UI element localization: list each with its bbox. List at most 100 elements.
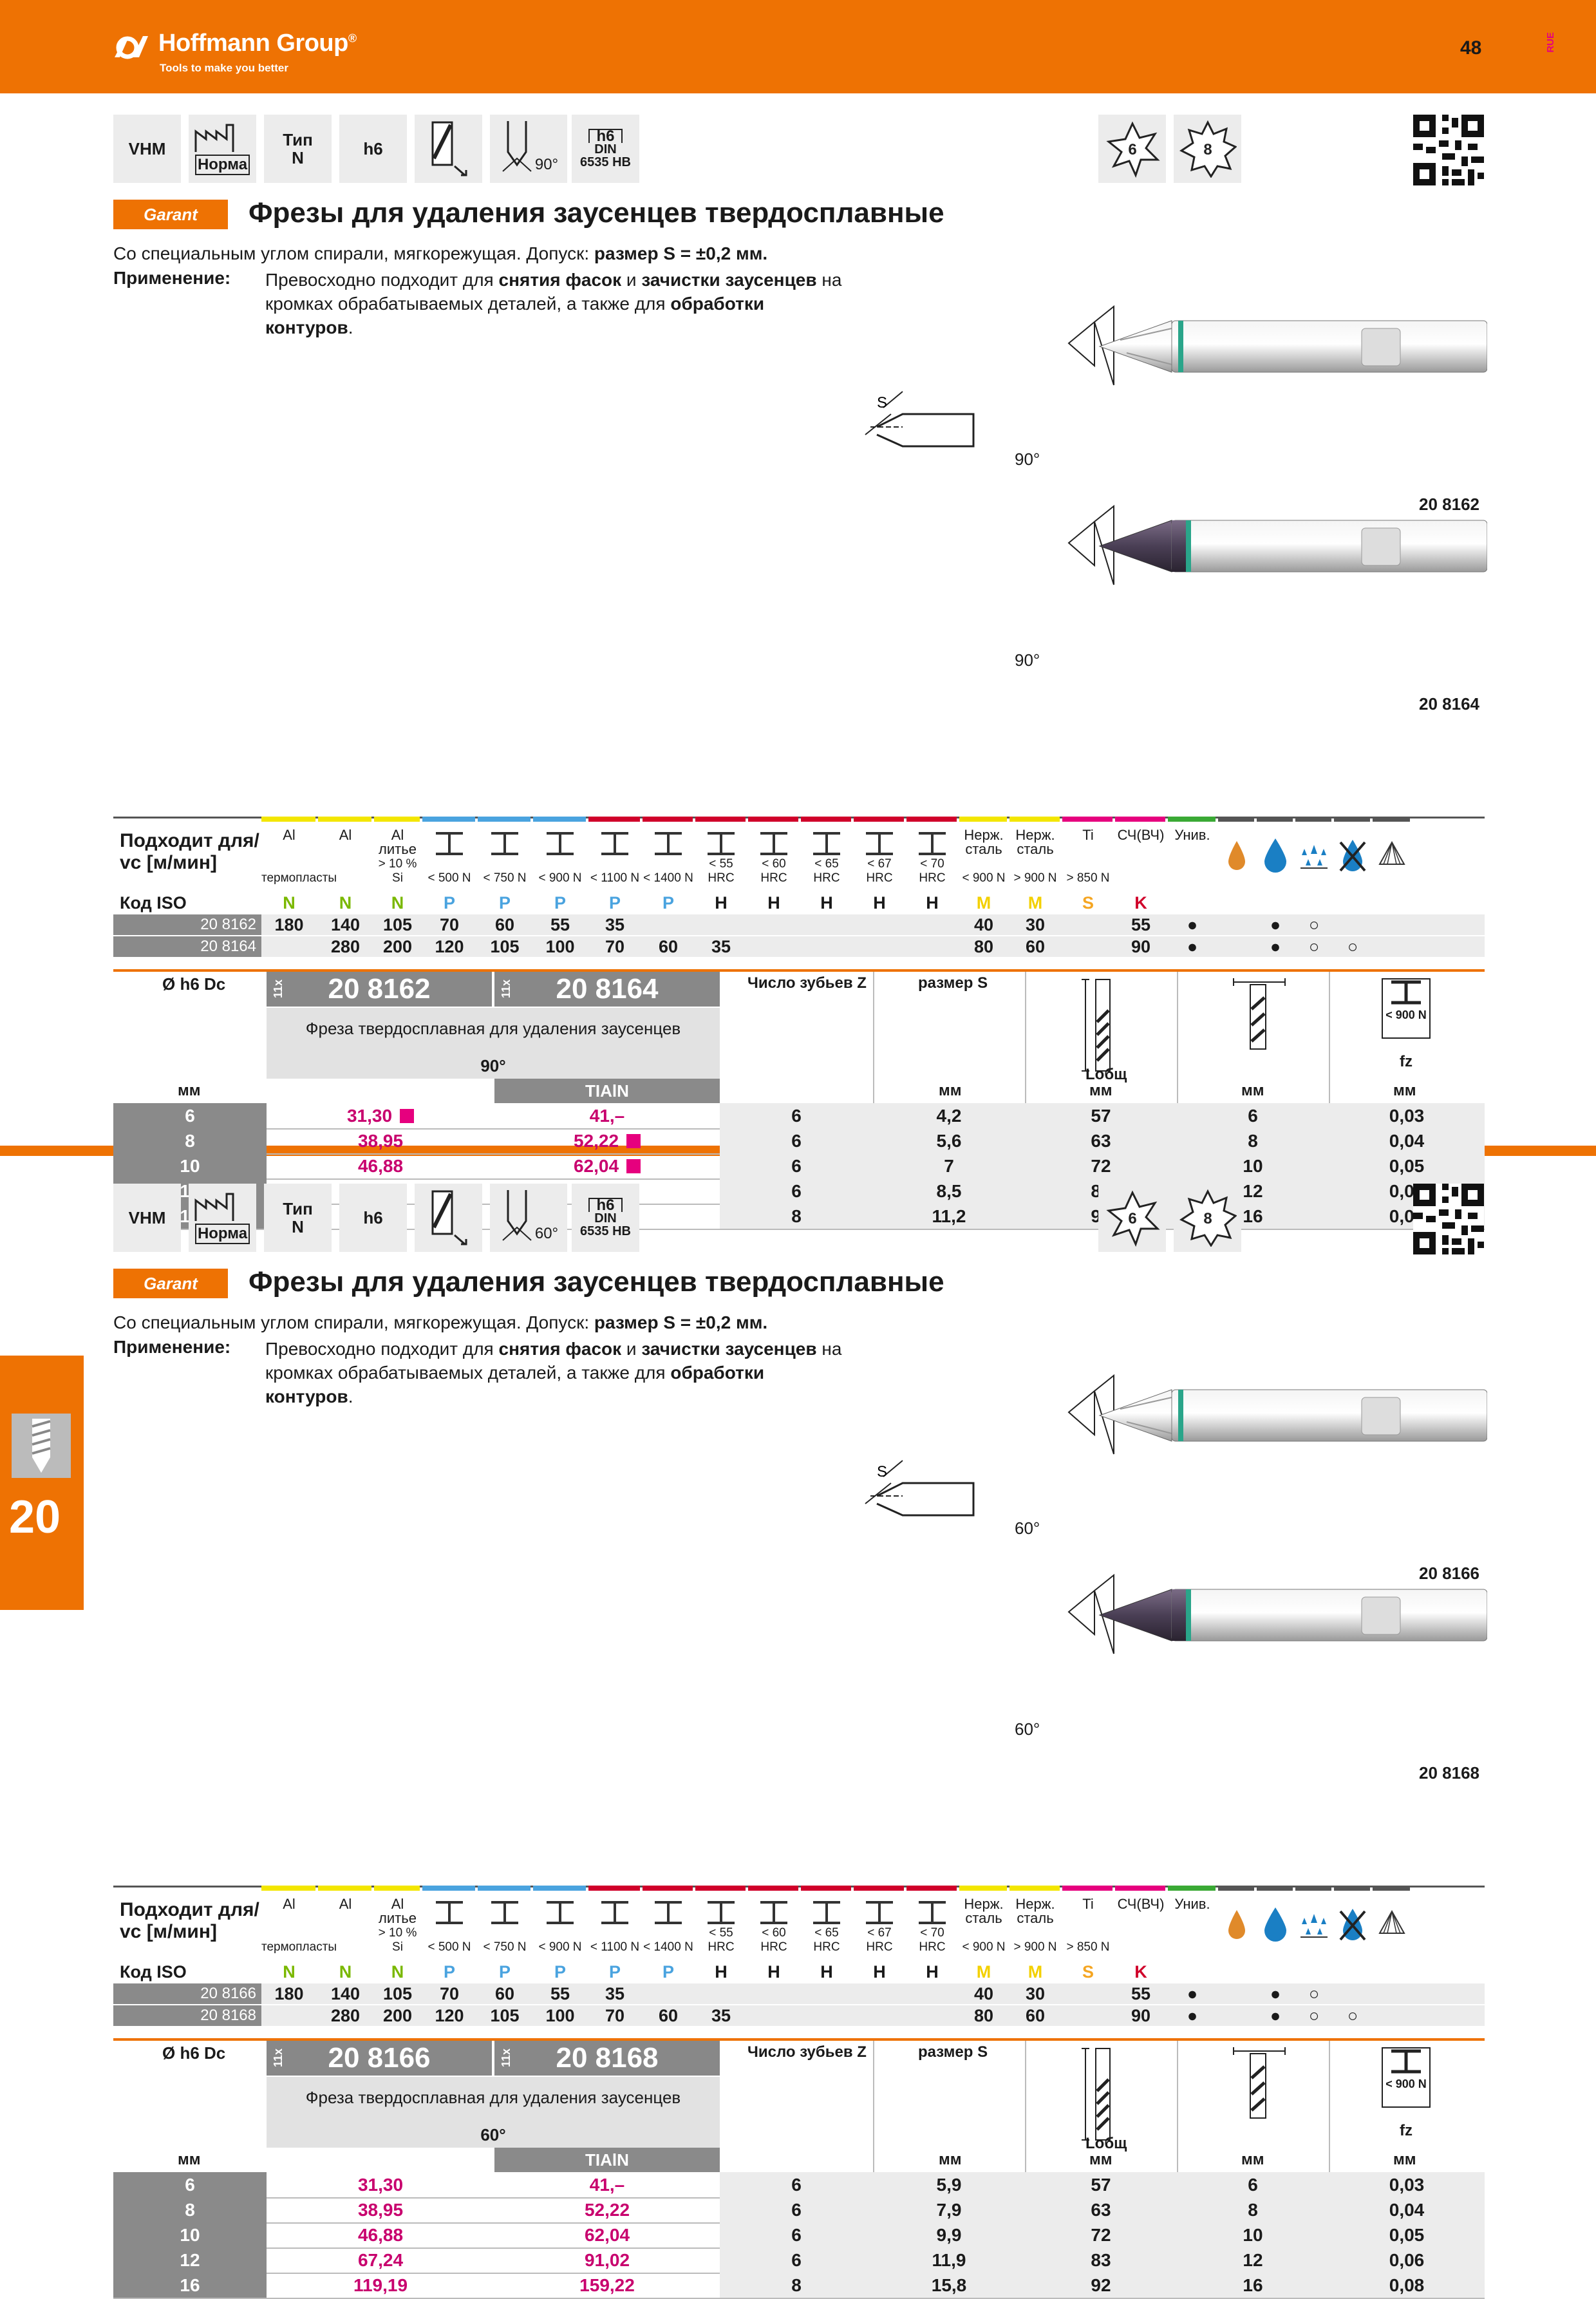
material-vc-value: 55 xyxy=(550,1984,570,2003)
price-b[interactable]: 41,– xyxy=(589,2175,625,2195)
material-color-bar xyxy=(801,1886,851,1891)
price-b[interactable]: 62,04 xyxy=(584,2225,630,2245)
material-color-bar xyxy=(588,817,640,822)
material-vc-value: 30 xyxy=(1025,1984,1046,2003)
l-value: 63 xyxy=(1025,2197,1177,2222)
price-b[interactable]: 52,22 xyxy=(494,1128,720,1153)
price-b[interactable]: 62,04 xyxy=(494,1153,720,1178)
oil-drop-icon xyxy=(1228,1910,1245,1939)
material-column-label: < 65 HRC xyxy=(813,857,840,885)
material-column-top: Нерж. сталь xyxy=(1015,1896,1055,1926)
tool-1-angle: 90° xyxy=(1015,449,1040,469)
material-color-bar xyxy=(374,1886,420,1891)
fz-unit: мм xyxy=(1393,2151,1416,2168)
qr-code-icon[interactable] xyxy=(1413,1184,1484,1254)
dc-unit: мм xyxy=(178,1082,201,1099)
material-column-label: < 65 HRC xyxy=(813,1926,840,1954)
material-vc-value: 60 xyxy=(494,1984,515,2003)
iso-code: S xyxy=(1082,1962,1094,1982)
material-column-top: Al xyxy=(283,1896,296,1912)
iso-code: P xyxy=(498,1962,511,1982)
price-a[interactable]: 119,19 xyxy=(353,2275,408,2295)
column-separator xyxy=(1025,972,1026,1103)
tool-1-number: 20 8162 xyxy=(1419,495,1479,514)
material-vc-value: 100 xyxy=(545,937,575,956)
material-column-label: < 900 N xyxy=(962,871,1006,885)
material-column-top: Нерж. сталь xyxy=(964,827,1004,857)
product-table-topline xyxy=(113,2038,1485,2041)
l-label: Lобщ xyxy=(1085,1066,1127,1083)
steel-profile-icon xyxy=(491,1901,518,1924)
material-vc-value: 70 xyxy=(605,937,625,956)
qr-code-icon[interactable] xyxy=(1413,115,1484,185)
material-column: Нерж. сталь < 900 N xyxy=(959,817,1008,891)
material-column-label: < 55 HRC xyxy=(708,1926,735,1954)
product-description: Фреза твердосплавная для удаления заусен… xyxy=(267,2077,720,2148)
material-vc-value: 140 xyxy=(330,1984,361,2003)
price-a[interactable]: 46,88 xyxy=(357,2225,404,2245)
z-header: Число зубьев Z xyxy=(747,2043,867,2061)
tool-image-coated xyxy=(1067,1573,1487,1654)
price-a[interactable]: 46,88 xyxy=(357,1156,404,1176)
material-vc-value: 90 xyxy=(1131,937,1151,956)
price-a[interactable]: 67,24 xyxy=(357,2250,404,2270)
l-value: 57 xyxy=(1025,2172,1177,2197)
material-column: < 1400 N xyxy=(643,1886,694,1960)
s-value: 5,6 xyxy=(873,1128,1025,1153)
material-column: < 67 HRC xyxy=(854,817,905,891)
iso-code: S xyxy=(1082,893,1094,913)
tool-image-uncoated xyxy=(1067,305,1487,386)
material-column-label: < 67 HRC xyxy=(866,857,893,885)
material-column: Al литье> 10 % Si xyxy=(374,817,421,891)
price-a[interactable]: 38,95 xyxy=(357,2200,404,2220)
shank-diameter-icon xyxy=(1233,2047,1286,2119)
price-a[interactable]: 31,30 xyxy=(357,2175,404,2195)
dc-value: 6 xyxy=(113,1103,267,1128)
material-column: < 70 HRC xyxy=(906,1886,958,1960)
material-color-bar xyxy=(1334,817,1370,822)
l-value: 72 xyxy=(1025,2222,1177,2247)
iso-code: P xyxy=(662,893,674,913)
iso-code: P xyxy=(554,893,566,913)
material-column xyxy=(1334,1886,1371,1960)
z-value: 6 xyxy=(720,1153,873,1178)
price-a[interactable]: 38,95 xyxy=(357,1131,404,1151)
l-value: 83 xyxy=(1025,2247,1177,2273)
column-separator xyxy=(1177,972,1178,1103)
material-vc-value: 120 xyxy=(435,937,464,956)
price-b[interactable]: 52,22 xyxy=(584,2200,630,2220)
iso-code: P xyxy=(443,1962,455,1982)
material-color-bar xyxy=(959,817,1007,822)
fz-value: 0,05 xyxy=(1329,2222,1485,2247)
material-column: < 55 HRC xyxy=(695,817,747,891)
price-b[interactable]: 91,02 xyxy=(584,2250,630,2270)
material-color-bar xyxy=(854,817,904,822)
l-unit: мм xyxy=(1089,2151,1113,2168)
price-b[interactable]: 159,22 xyxy=(579,2275,635,2295)
material-column: < 70 HRC xyxy=(906,817,958,891)
material-column: < 60 HRC xyxy=(748,817,800,891)
material-column-label: < 750 N xyxy=(483,871,527,885)
application-label: Применение: xyxy=(113,268,231,288)
material-vc-value: ○ xyxy=(1347,2006,1358,2025)
material-vc-value: 55 xyxy=(1131,1984,1151,2003)
material-color-bar xyxy=(1115,817,1165,822)
material-vc-value: 105 xyxy=(382,915,413,934)
material-column: Ti> 850 N xyxy=(1062,1886,1114,1960)
price-a[interactable]: 31,30 xyxy=(267,1103,494,1128)
material-column xyxy=(1257,817,1294,891)
material-vc-value: 60 xyxy=(658,937,679,956)
d-value: 6 xyxy=(1177,1103,1329,1128)
iso-code: P xyxy=(554,1962,566,1982)
material-column: < 60 HRC xyxy=(748,1886,800,1960)
price-b[interactable]: 41,– xyxy=(589,1106,625,1126)
norm-icon: Норма xyxy=(189,115,256,183)
s-value: 9,9 xyxy=(873,2222,1025,2247)
dc-value: 8 xyxy=(113,1128,267,1153)
